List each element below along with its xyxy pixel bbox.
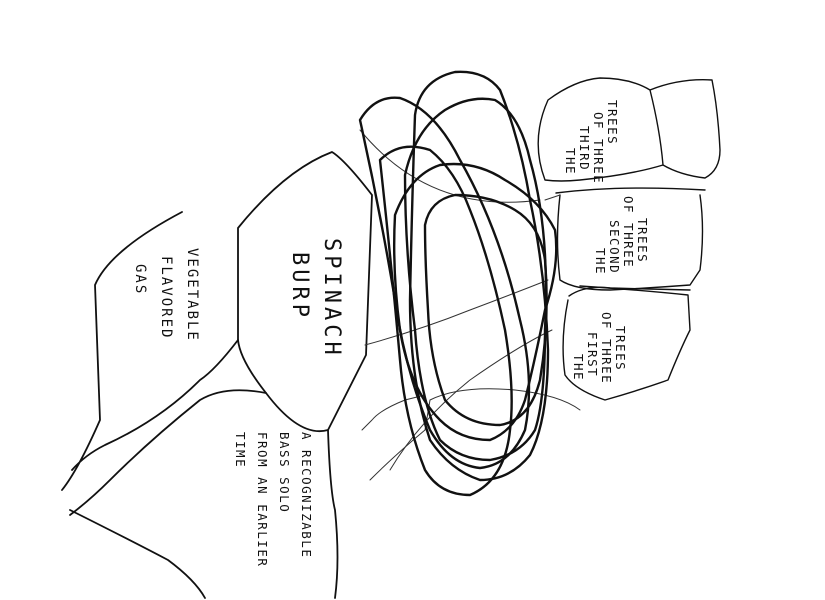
road-line-d [369, 388, 581, 481]
vegetable-gas-line-1: VEGETABLE [184, 248, 200, 342]
first-tree-stem [568, 286, 691, 297]
third-tree-line-4: TREES [605, 100, 620, 145]
second-tree-line-2: SECOND [607, 220, 622, 274]
scribble-loop-6 [378, 145, 513, 497]
scribble-loop-2 [408, 70, 550, 482]
road-line-a [359, 129, 561, 203]
third-tree-line-3: OF THREE [591, 112, 606, 184]
bass-solo-line-4: TIME [233, 432, 248, 468]
vegetable-gas-line-3: GAS [132, 264, 148, 295]
bass-solo-line-2: BASS SOLO [277, 432, 292, 513]
bass-solo-label: A RECOGNIZABLE BASS SOLO FROM AN EARLIER… [233, 432, 314, 567]
second-tree-line-4: TREES [635, 218, 650, 263]
first-tree-label: THE FIRST OF THREE TREES [571, 312, 628, 384]
first-tree-outline [562, 285, 691, 401]
second-tree-outline [556, 194, 704, 291]
third-tree-trunk-lower [555, 187, 706, 194]
spinach-burp-outline [237, 151, 373, 432]
road-line-c [389, 329, 553, 471]
spinach-burp-line-2: BURP [287, 252, 312, 321]
first-tree-line-3: OF THREE [599, 312, 614, 384]
first-tree-line-2: FIRST [585, 332, 600, 377]
third-tree-trunk [649, 79, 721, 179]
vegetable-gas-outline [61, 211, 239, 491]
scribble-loop-4 [392, 162, 558, 442]
scribble-loop-5 [423, 193, 548, 427]
second-tree-label: THE SECOND OF THREE TREES [593, 196, 650, 275]
bass-solo-line-1: A RECOGNIZABLE [299, 432, 314, 558]
second-tree-line-3: OF THREE [621, 196, 636, 268]
vegetable-gas-label: VEGETABLE FLAVORED GAS [132, 248, 200, 342]
bass-solo-outline [69, 389, 339, 599]
second-tree-line-1: THE [593, 248, 608, 275]
road-line-b [364, 279, 549, 346]
scribble-loop-3 [358, 96, 531, 470]
first-tree-line-4: TREES [613, 326, 628, 371]
spinach-burp-line-1: SPINACH [319, 238, 344, 359]
third-tree-line-2: THIRD [577, 126, 592, 171]
scribble-loop-1 [403, 97, 548, 462]
first-tree-line-1: THE [571, 354, 586, 381]
third-tree-label: THE THIRD OF THREE TREES [563, 100, 620, 184]
vegetable-gas-line-2: FLAVORED [158, 256, 174, 339]
road-line-e [361, 394, 426, 431]
third-tree-line-1: THE [563, 148, 578, 175]
bass-solo-line-3: FROM AN EARLIER [255, 432, 270, 567]
spinach-burp-label: SPINACH BURP [287, 238, 344, 359]
